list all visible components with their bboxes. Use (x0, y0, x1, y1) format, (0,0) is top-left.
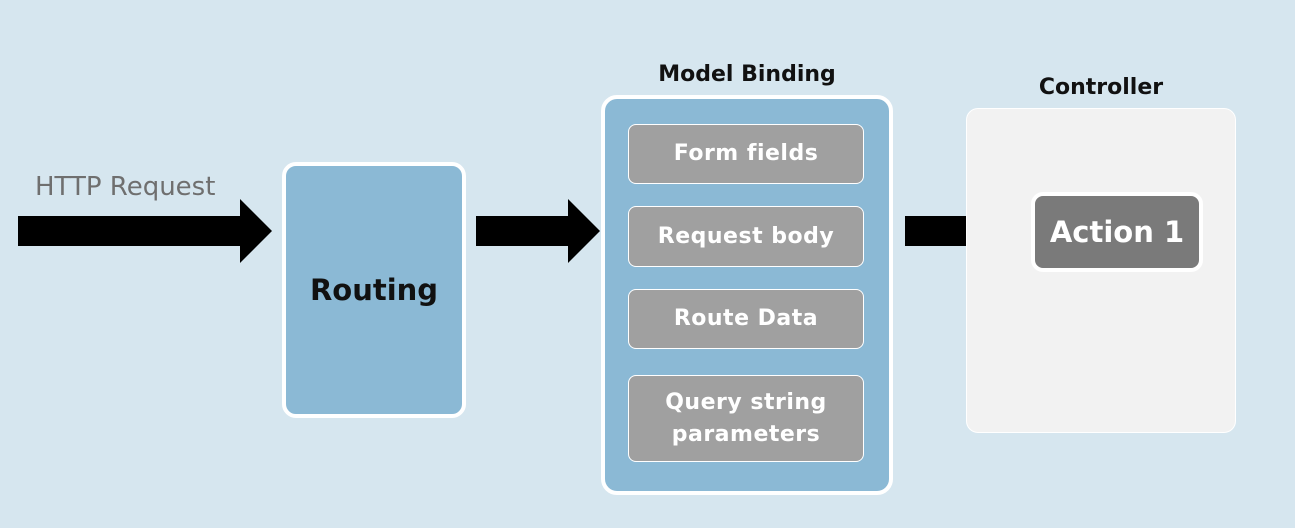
routing-label: Routing (309, 273, 439, 307)
source-route-data: Route Data (628, 289, 864, 349)
routing-stage: Routing (282, 162, 466, 418)
model-binding-title: Model Binding (658, 62, 836, 87)
source-query-string-parameters: Query string parameters (628, 375, 864, 462)
source-request-body: Request body (628, 206, 864, 267)
arrow-right-icon (476, 199, 600, 263)
source-form-fields: Form fields (628, 124, 864, 184)
action-box: Action 1 (1031, 192, 1203, 272)
http-request-label: HTTP Request (35, 172, 216, 202)
arrow-right-icon (18, 199, 272, 263)
controller-title: Controller (1038, 75, 1164, 100)
action-label: Action 1 (1049, 215, 1185, 249)
